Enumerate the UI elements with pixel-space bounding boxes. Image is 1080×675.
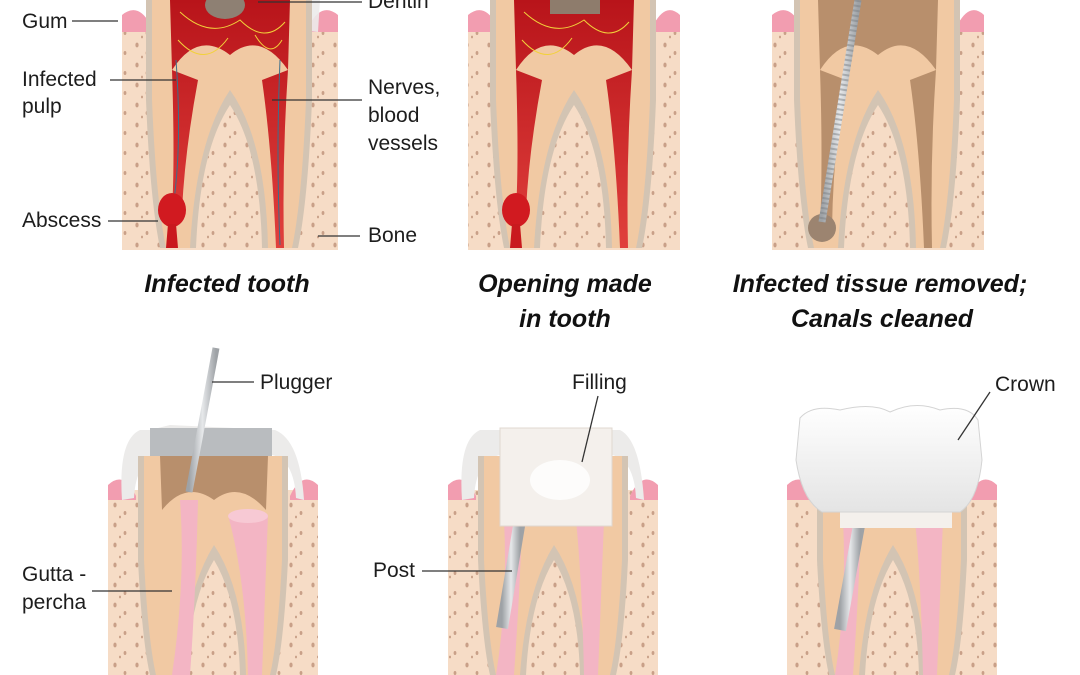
plugger-instrument [185, 347, 220, 493]
dentin [496, 0, 650, 248]
label-gutta-percha-line1: Gutta - [22, 563, 86, 586]
cleaned-canal [160, 456, 268, 510]
gutta-percha-fill [496, 520, 604, 675]
label-nerves-line3: vessels [368, 132, 438, 155]
post-instrument [834, 518, 866, 632]
infected-pulp [170, 0, 290, 248]
label-dentin: Dentin [368, 0, 429, 13]
panel-canals-cleaned [772, 0, 984, 250]
caption-removed-line2: Canals cleaned [791, 305, 974, 333]
label-nerves-line1: Nerves, [368, 76, 440, 99]
post-instrument [496, 519, 526, 629]
label-abscess: Abscess [22, 209, 101, 232]
dentin [152, 0, 306, 248]
label-gutta-percha-line2: percha [22, 591, 87, 614]
caption-opening-line1: Opening made [478, 270, 652, 298]
caption-opening-line2: in tooth [519, 305, 611, 333]
gutta-percha-fill [835, 520, 943, 675]
crown-cap [795, 405, 983, 513]
caption-removed-line1: Infected tissue removed; [733, 270, 1028, 298]
panel-opening-made [468, 0, 680, 250]
file-instrument [818, 0, 862, 223]
gum [772, 10, 984, 32]
abscess [502, 193, 530, 227]
abscess [158, 193, 186, 227]
label-nerves-line2: blood [368, 104, 419, 127]
label-infected-pulp-line1: Infected [22, 68, 97, 91]
gutta-percha-fill [172, 500, 268, 675]
infected-pulp [514, 0, 634, 248]
label-crown: Crown [995, 373, 1056, 396]
gum [468, 10, 680, 32]
label-bone: Bone [368, 224, 417, 247]
temp-seal [150, 428, 272, 456]
label-infected-pulp-line2: pulp [22, 95, 62, 118]
label-filling: Filling [572, 371, 627, 394]
label-post: Post [373, 559, 415, 582]
caption-infected-tooth: Infected tooth [144, 270, 309, 298]
dentin [800, 0, 954, 248]
panel-crown [787, 405, 997, 675]
panel-filling-post [448, 427, 658, 675]
panel-gutta-percha [108, 347, 318, 675]
panel-infected-tooth [122, 0, 338, 250]
label-gum: Gum [22, 10, 68, 33]
label-plugger: Plugger [260, 371, 332, 394]
